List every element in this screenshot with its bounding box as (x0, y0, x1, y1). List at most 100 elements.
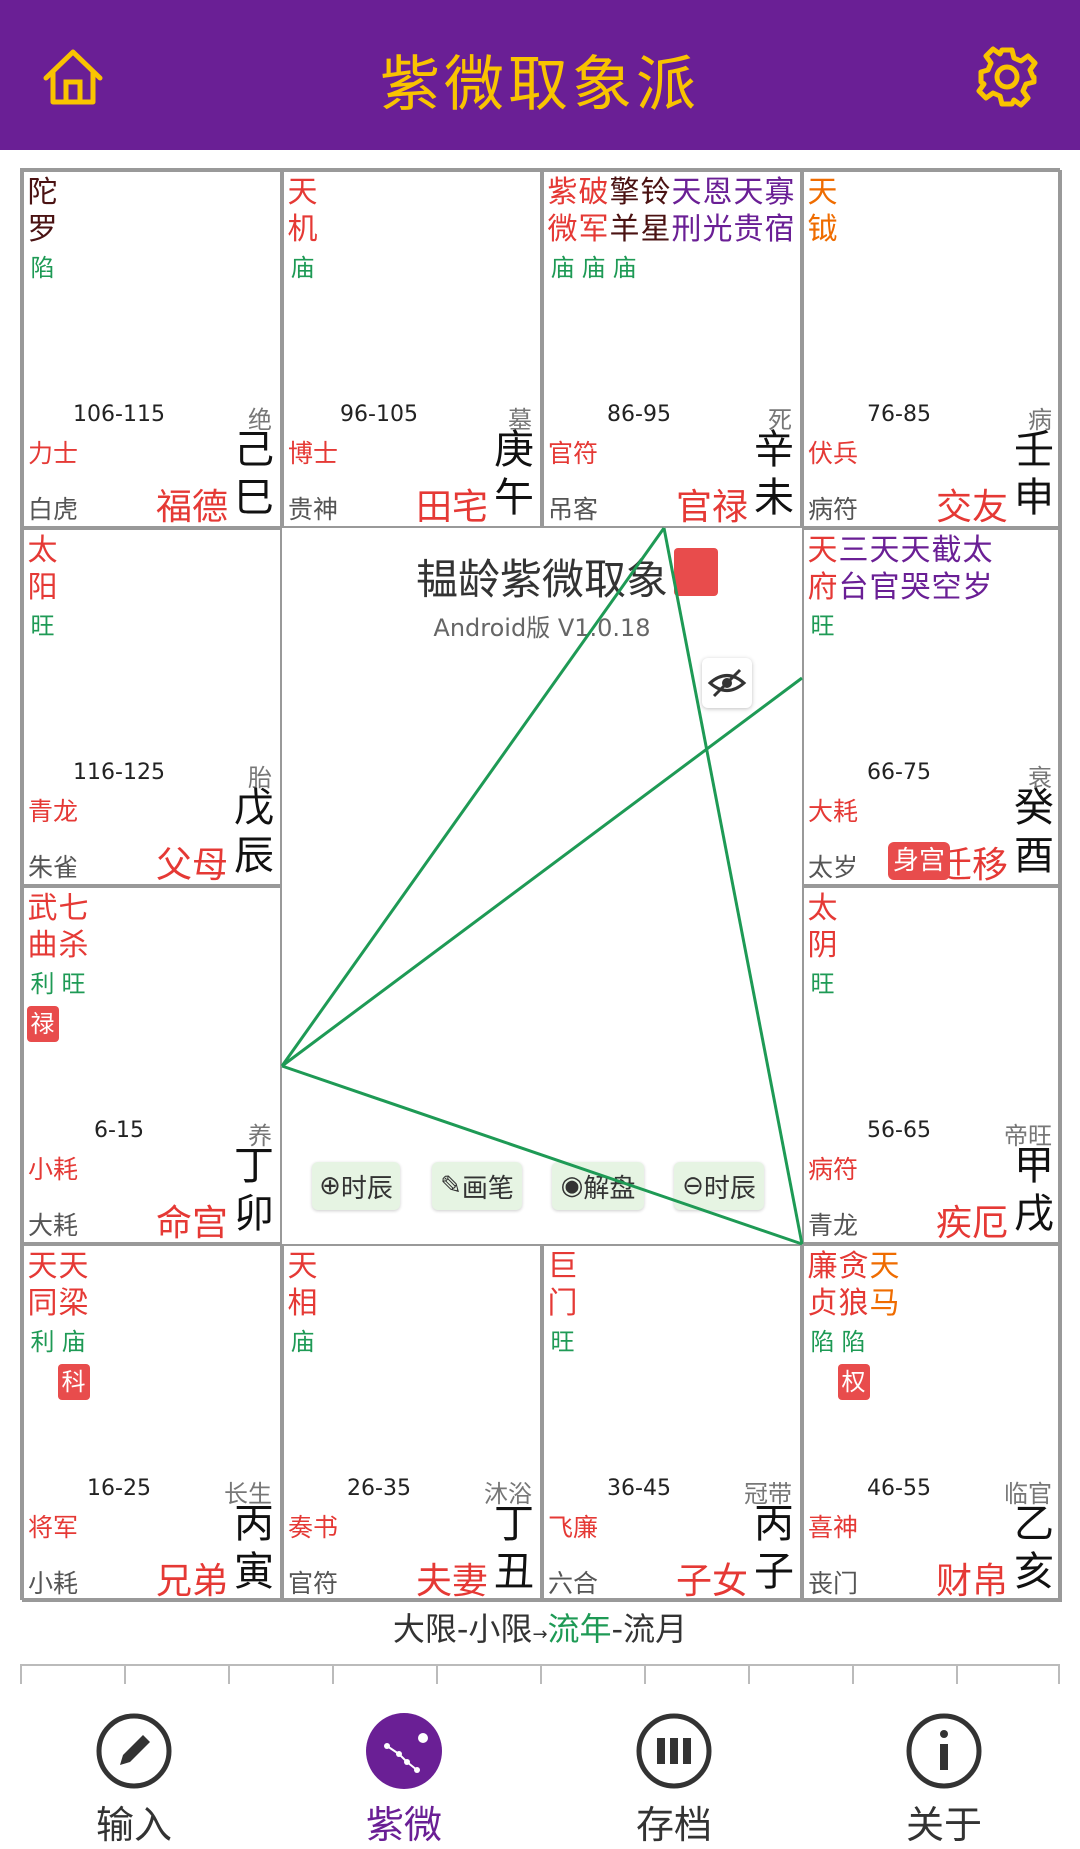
center-app-title: 韫龄紫微取象 (415, 555, 668, 604)
palace-name: 官禄 (675, 487, 748, 528)
star-list: 紫微庙破军庙擎羊庙铃星天刑恩光天贵寡宿 (547, 174, 795, 288)
star-brightness: 庙 (290, 254, 315, 282)
star-char: 空 (931, 570, 962, 605)
earthly-branch: 寅 (234, 1549, 274, 1595)
earthly-branch: 酉 (1014, 833, 1054, 879)
star-char: 天 (733, 175, 764, 210)
star[interactable]: 天官 (869, 532, 900, 646)
star[interactable]: 天马 (869, 1248, 900, 1400)
selector-liunian[interactable]: 流年 (547, 1610, 612, 1648)
palace-name: 子女 (675, 1561, 748, 1602)
star[interactable]: 截空 (931, 532, 962, 646)
suiqian-god: 吊客 (548, 495, 599, 524)
star[interactable]: 三台 (838, 532, 869, 646)
star[interactable]: 天府旺 (807, 532, 838, 646)
star[interactable]: 铃星 (640, 174, 671, 288)
interpret-button[interactable]: ◉解盘 (552, 1162, 644, 1210)
add-hour-button[interactable]: ⊕时辰 (312, 1162, 400, 1210)
boshi-god: 小耗 (28, 1155, 79, 1184)
star[interactable]: 天贵 (733, 174, 764, 288)
star[interactable]: 天相庙 (287, 1248, 318, 1362)
star[interactable]: 天梁庙科 (57, 1248, 90, 1400)
life-phase: 临官 (1004, 1480, 1052, 1508)
life-phase: 病 (1028, 406, 1052, 434)
selector-liuyue[interactable]: -流月 (611, 1610, 688, 1648)
heavenly-stem: 壬 (1014, 427, 1054, 473)
star[interactable]: 天钺 (807, 174, 838, 248)
boshi-god: 喜神 (808, 1513, 859, 1542)
star[interactable]: 天哭 (900, 532, 931, 646)
star-char: 截 (931, 533, 962, 568)
suiqian-god: 青龙 (808, 1211, 859, 1240)
star-list: 天府旺三台天官天哭截空太岁 (807, 532, 993, 646)
boshi-god: 博士 (288, 439, 339, 468)
life-phase: 长生 (224, 1480, 272, 1508)
palace-name: 命宫 (155, 1203, 228, 1244)
boshi-god: 奏书 (288, 1513, 339, 1542)
star[interactable]: 天刑 (671, 174, 702, 288)
period-selector[interactable]: 大限-小限→流年-流月 (0, 1604, 1080, 1650)
star-char: 天 (900, 533, 931, 568)
nav-archive[interactable]: 存档 (574, 1694, 774, 1847)
star-char: 太 (807, 891, 838, 926)
star-char: 七 (58, 891, 89, 926)
star[interactable]: 太岁 (962, 532, 993, 646)
star[interactable]: 破军庙 (578, 174, 609, 288)
star-char: 太 (27, 533, 58, 568)
star-list: 巨门旺 (547, 1248, 578, 1362)
nav-input[interactable]: 输入 (34, 1694, 234, 1847)
star[interactable]: 太阳旺 (27, 532, 58, 646)
star[interactable]: 巨门旺 (547, 1248, 578, 1362)
star-char: 天 (27, 1249, 58, 1284)
sihua-badge: 权 (837, 1364, 870, 1400)
boshi-god: 伏兵 (808, 439, 859, 468)
star-char: 门 (547, 1286, 578, 1321)
star[interactable]: 天机庙 (287, 174, 318, 288)
star-char: 刑 (671, 212, 702, 247)
nav-ziwei[interactable]: 紫微 (304, 1694, 504, 1847)
star-char: 贪 (838, 1249, 869, 1284)
star[interactable]: 廉贞陷 (807, 1248, 838, 1400)
star-char: 天 (869, 1249, 900, 1284)
suiqian-god: 六合 (548, 1569, 599, 1598)
sihua-badge: 科 (57, 1364, 90, 1400)
star[interactable]: 太阴旺 (807, 890, 838, 1004)
gear-icon[interactable] (974, 44, 1040, 110)
star[interactable]: 贪狼陷权 (837, 1248, 870, 1400)
earthly-branch: 丑 (494, 1549, 534, 1595)
star[interactable]: 七杀旺 (58, 890, 89, 1042)
star-char: 罗 (27, 212, 58, 247)
star[interactable]: 陀罗陷 (27, 174, 58, 288)
chat-icon: ◉ (560, 1171, 584, 1201)
bottom-nav: 输入 紫微 存档 关于 (0, 1684, 1080, 1848)
star[interactable]: 寡宿 (764, 174, 795, 288)
star[interactable]: 擎羊庙 (609, 174, 640, 288)
star-char: 天 (807, 533, 838, 568)
pen-button[interactable]: ✎画笔 (432, 1162, 522, 1210)
star[interactable]: 天同利 (27, 1248, 58, 1400)
minus-hour-button[interactable]: ⊖时辰 (674, 1162, 764, 1210)
star[interactable]: 武曲利禄 (26, 890, 59, 1042)
home-icon[interactable] (40, 44, 106, 110)
star-brightness: 旺 (30, 612, 55, 640)
star[interactable]: 恩光 (702, 174, 733, 288)
star[interactable]: 紫微庙 (547, 174, 578, 288)
arrow-right-icon: → (532, 1624, 548, 1645)
nav-about[interactable]: 关于 (844, 1694, 1044, 1847)
selector-daxian-xiaoxian[interactable]: 大限-小限 (392, 1610, 533, 1648)
suiqian-god: 病符 (808, 495, 859, 524)
eye-off-icon[interactable] (702, 658, 752, 708)
star-char: 擎 (609, 175, 640, 210)
